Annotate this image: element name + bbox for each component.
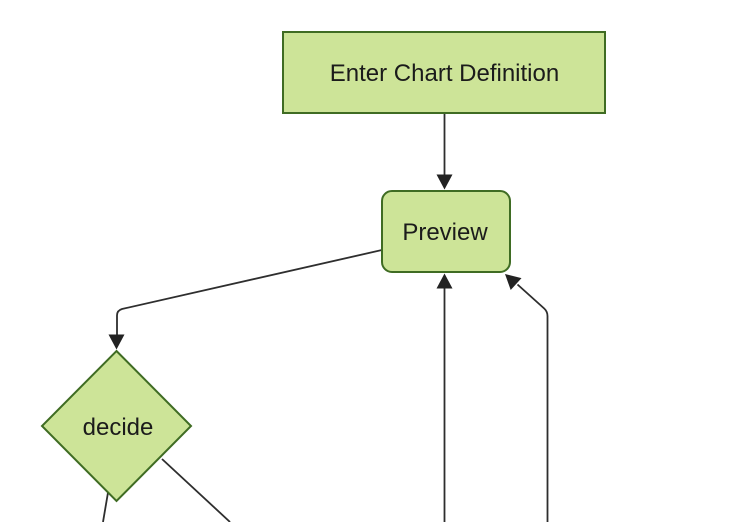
edge-enter-chart-definition-to-preview (436, 113, 453, 190)
arrowhead-up-icon (436, 273, 453, 289)
arrowhead-down-icon (436, 174, 453, 190)
edge-line (116, 249, 383, 336)
rectangle-shape (282, 31, 606, 114)
edge-preview-to-decide (108, 249, 383, 350)
edge-line (516, 283, 549, 522)
node-decide-label: decide (83, 414, 154, 441)
node-preview-label: Preview (402, 219, 488, 246)
edge-decide-to-offscreen-bottom-left (102, 492, 109, 522)
arrowhead-up-left-icon (505, 274, 522, 290)
node-preview: Preview (381, 190, 511, 273)
node-enter-chart-definition: Enter Chart Definition (282, 31, 606, 114)
node-decide: decide (40, 349, 193, 503)
edge-decide-to-offscreen-bottom-right (161, 458, 231, 522)
edge-offscreen-to-preview-corner (505, 274, 549, 522)
edge-line (161, 458, 231, 522)
rounded-rectangle-shape (381, 190, 511, 273)
arrowhead-down-icon (108, 334, 125, 350)
diamond-shape (40, 349, 193, 503)
node-enter-chart-definition-label: Enter Chart Definition (330, 60, 559, 87)
edge-line (102, 492, 109, 522)
edge-offscreen-to-preview-bottom (436, 273, 453, 522)
